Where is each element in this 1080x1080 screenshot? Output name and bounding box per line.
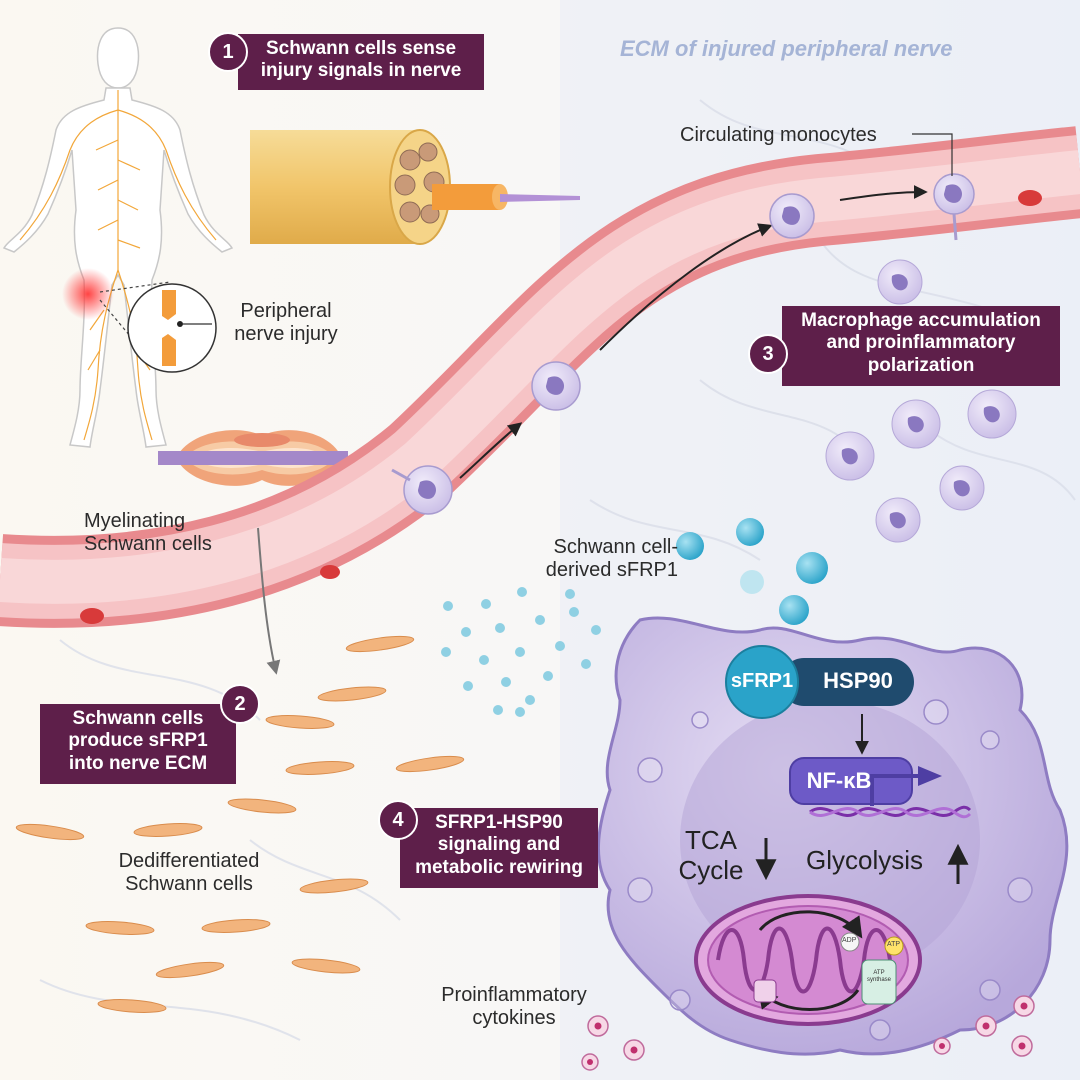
step-3-number: 3 xyxy=(748,334,788,374)
sfrp1-hsp90-complex xyxy=(725,645,914,719)
dedifferentiated-schwann-cells-label: Dedifferentiated Schwann cells xyxy=(118,850,260,895)
nerve-injury-zoom xyxy=(99,281,217,373)
nfkb-label: NF-κB xyxy=(806,768,872,793)
macrophage-cluster xyxy=(825,259,1017,543)
blood-vessel xyxy=(0,126,1080,628)
sfrp1-dots xyxy=(441,518,828,717)
nerve-fascicle xyxy=(250,129,580,245)
cytokines xyxy=(581,995,1035,1071)
mitochondrion xyxy=(694,894,922,1026)
monocyte-callout-line xyxy=(912,133,953,176)
step-2-text: Schwann cells produce sFRP1 into nerve E… xyxy=(68,708,208,774)
human-figure xyxy=(2,27,234,448)
step-4-text: SFRP1-HSP90 signaling and metabolic rewi… xyxy=(415,812,583,878)
step-1-text: Schwann cells sense injury signals in ne… xyxy=(260,38,462,82)
step-2-box: Schwann cells produce sFRP1 into nerve E… xyxy=(40,704,236,784)
sfrp1-source-label: Schwann cell-derived sFRP1 xyxy=(545,536,678,581)
adp-label: ADP xyxy=(842,937,857,944)
hsp90-label: HSP90 xyxy=(823,668,893,693)
myelinating-schwann-cell xyxy=(158,430,348,486)
nfkb-dna xyxy=(789,757,972,819)
dedifferentiated-schwann-cells xyxy=(15,635,465,1013)
step-1-number: 1 xyxy=(208,32,248,72)
atp-synthase-label: ATP synthase xyxy=(866,970,891,983)
myelinating-schwann-cells-label: Myelinating Schwann cells xyxy=(84,510,212,555)
glycolysis-label: Glycolysis xyxy=(806,845,924,875)
monocytes xyxy=(391,173,975,515)
step-1-box: Schwann cells sense injury signals in ne… xyxy=(238,34,484,90)
step-3-box: Macrophage accumulation and proinflammat… xyxy=(782,306,1060,386)
step-2-number: 2 xyxy=(220,684,260,724)
circulating-monocytes-label: Circulating monocytes xyxy=(680,124,877,146)
step-4-number: 4 xyxy=(378,800,418,840)
step-4-box: SFRP1-HSP90 signaling and metabolic rewi… xyxy=(400,808,598,888)
atp-label: ATP xyxy=(887,941,901,948)
tca-cycle-label: TCA Cycle xyxy=(678,825,744,885)
step-3-text: Macrophage accumulation and proinflammat… xyxy=(801,310,1041,376)
dedifferentiation-arrow xyxy=(257,527,281,675)
peripheral-nerve-injury-label: Peripheral nerve injury xyxy=(234,300,338,345)
sfrp1-label: sFRP1 xyxy=(730,670,794,692)
ecm-title: ECM of injured peripheral nerve xyxy=(620,36,953,61)
proinflammatory-cytokines-label: Proinflammatory cytokines xyxy=(441,984,587,1029)
